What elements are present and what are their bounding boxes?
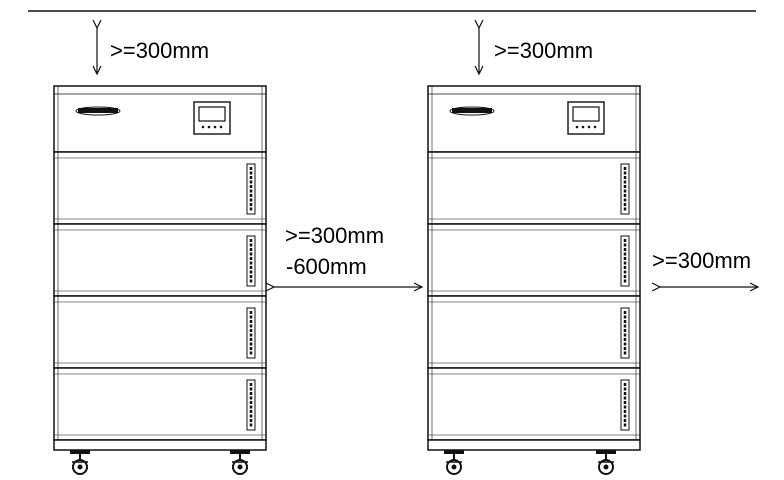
base-plate (427, 439, 641, 451)
battery-module (427, 295, 641, 369)
battery-module (53, 295, 267, 369)
top-clearance-label-right: >=300mm (494, 38, 594, 63)
controller-unit (53, 85, 267, 153)
battery-module (427, 223, 641, 297)
caster-wheel-icon (444, 450, 464, 475)
caster-wheel-icon (230, 450, 250, 475)
battery-module (427, 151, 641, 225)
controller-unit (427, 85, 641, 153)
battery-module (427, 367, 641, 441)
right-clearance-label: >=300mm (652, 248, 752, 273)
battery-module (53, 223, 267, 297)
battery-cabinet-right (427, 85, 641, 475)
caster-wheel-icon (70, 450, 90, 475)
base-plate (53, 439, 267, 451)
battery-module (53, 151, 267, 225)
brand-logo-icon (75, 106, 121, 116)
lcd-display-icon (567, 101, 605, 135)
side-gap-label-line1: >=300mm (285, 223, 385, 248)
caster-wheel-icon (596, 450, 616, 475)
side-gap-label-line2: -600mm (286, 254, 367, 279)
battery-cabinet-left (53, 85, 267, 475)
lcd-display-icon (193, 101, 231, 135)
top-clearance-label-left: >=300mm (110, 38, 210, 63)
brand-logo-icon (449, 106, 495, 116)
battery-module (53, 367, 267, 441)
